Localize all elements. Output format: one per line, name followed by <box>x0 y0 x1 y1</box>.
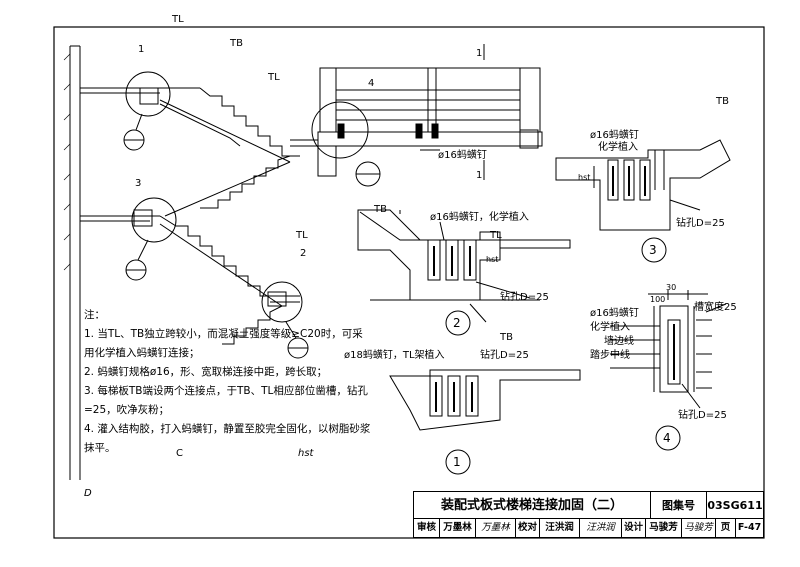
notes-heading: 注： <box>84 309 105 321</box>
label-tl-upper: TL <box>267 72 280 83</box>
label-hole25-d3: 钻孔D=25 <box>676 216 725 229</box>
review-label: 审核 <box>414 519 440 537</box>
notes-block: 注： 1. 当TL、TB独立跨较小，而混凝土强度等级≥C20时，可采 用化学植入… <box>84 306 371 458</box>
label-hole25-d1: 钻孔D=25 <box>480 348 529 361</box>
label-nail18: ø18蚂蟥钉，TL架植入 <box>344 348 445 361</box>
label-hole25-d4: 钻孔D=25 <box>678 408 727 421</box>
label-dim-100: 100 <box>650 295 665 304</box>
label-circle-1: 1 <box>453 455 461 469</box>
designer-signature: 马骏芳 <box>682 519 716 537</box>
label-hst-d3: hst <box>578 173 590 182</box>
label-notes-d: D <box>84 488 92 499</box>
label-slot25: 槽宽度25 <box>694 300 737 313</box>
label-notes-c: C <box>176 448 183 459</box>
label-tl-mid: TL <box>295 230 308 241</box>
label-num-1: 1 <box>138 44 144 55</box>
label-circle-3: 3 <box>649 243 657 257</box>
title-block-signature-row: 审核 万墨林 万墨林 校对 汪洪润 汪洪润 设计 马骏芳 马骏芳 页 F-47 <box>414 519 763 537</box>
atlas-number: 03SG611 <box>707 492 763 519</box>
label-circle-4: 4 <box>663 431 671 445</box>
detail-3 <box>555 139 731 263</box>
notes-item-3-cont: =25，吹净灰粉； <box>84 404 170 416</box>
plan-view <box>311 44 543 187</box>
design-label: 设计 <box>622 519 646 537</box>
detail-2 <box>357 209 571 336</box>
label-nail16-plan: ø16蚂蟥钉 <box>438 148 487 161</box>
label-section-1a: 1 <box>476 48 482 59</box>
designer-name: 马骏芳 <box>646 519 682 537</box>
label-tb-d3: TB <box>715 96 729 107</box>
label-hole25-d2: 钻孔D=25 <box>500 290 549 303</box>
label-section-1b: 1 <box>476 170 482 181</box>
detail-1 <box>389 369 581 475</box>
drawing-title: 装配式板式楼梯连接加固（二） <box>414 492 651 519</box>
checker-signature: 汪洪润 <box>580 519 622 537</box>
atlas-label: 图集号 <box>651 492 707 519</box>
notes-item-4-cont: 抹平。 <box>84 442 116 454</box>
detail-4 <box>610 290 727 451</box>
reviewer-signature: 万墨林 <box>476 519 516 537</box>
label-nail16-d3: ø16蚂蟥钉 <box>590 128 639 141</box>
notes-item-2: 2. 蚂蟥钉规格ø16，形、宽取梯连接中距，跨长取； <box>84 366 328 378</box>
reviewer-name: 万墨林 <box>440 519 476 537</box>
stair-elevation <box>63 45 320 480</box>
label-tl-top: TL <box>171 14 184 25</box>
notes-item-1-cont: 用化学植入蚂蟥钉连接； <box>84 347 200 359</box>
notes-item-1: 1. 当TL、TB独立跨较小，而混凝土强度等级≥C20时，可采 <box>84 328 363 340</box>
label-nail16-chem: ø16蚂蟥钉，化学植入 <box>430 210 529 223</box>
label-circle-2: 2 <box>453 316 461 330</box>
label-dim-30: 30 <box>666 283 676 292</box>
checker-name: 汪洪润 <box>540 519 580 537</box>
notes-item-4: 4. 灌入结构胶，打入蚂蟥钉，静置至胶完全固化，以树脂砂浆 <box>84 423 371 435</box>
sheet-border <box>53 26 765 539</box>
label-num-2: 2 <box>300 248 306 259</box>
label-notes-hst: hst <box>298 448 315 459</box>
label-chem-d3: 化学植入 <box>598 140 638 153</box>
label-tl-d2: TL <box>489 230 502 241</box>
label-tb-d2-bottom: TB <box>499 332 513 343</box>
notes-item-3: 3. 每梯板TB端设两个连接点，于TB、TL相应部位凿槽，钻孔 <box>84 385 368 397</box>
label-tb-d2: TB <box>373 204 387 215</box>
label-hst-d2: hst <box>486 255 498 264</box>
label-dim-4: 4 <box>368 78 374 89</box>
check-label: 校对 <box>516 519 540 537</box>
label-nail16-d4: ø16蚂蟥钉 <box>590 306 639 319</box>
label-chem-d4: 化学植入 <box>590 320 630 333</box>
label-num-3: 3 <box>135 178 141 189</box>
label-edge-line: 墙边线 <box>604 334 634 347</box>
label-tb-top: TB <box>229 38 243 49</box>
label-rib-center: 踏步中线 <box>590 348 630 361</box>
page-label: 页 <box>716 519 736 537</box>
title-block: 装配式板式楼梯连接加固（二） 图集号 03SG611 审核 万墨林 万墨林 校对… <box>413 491 764 538</box>
page-number: F-47 <box>737 522 762 533</box>
